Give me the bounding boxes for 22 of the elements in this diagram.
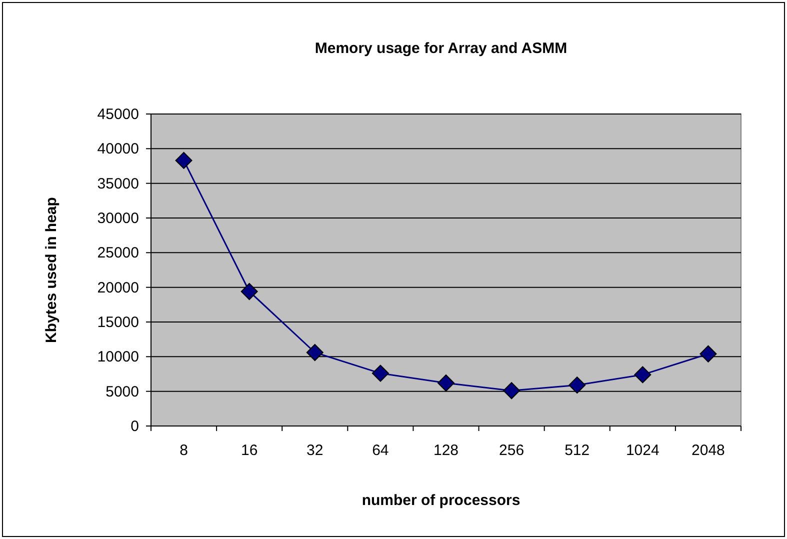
- x-tick-label: 2048: [692, 442, 725, 459]
- x-tick-label: 1024: [626, 442, 660, 459]
- y-tick-label: 15000: [97, 314, 139, 331]
- y-tick-label: 10000: [97, 348, 139, 366]
- x-tick-label: 512: [564, 442, 590, 459]
- x-tick-label: 128: [433, 442, 459, 459]
- y-tick-label: 40000: [97, 140, 139, 158]
- x-tick-label: 8: [180, 442, 188, 459]
- x-tick-label: 64: [372, 442, 389, 459]
- y-tick-label: 30000: [97, 210, 139, 227]
- y-tick-label: 45000: [97, 106, 139, 123]
- x-tick-label: 256: [499, 442, 524, 459]
- y-tick-label: 25000: [97, 244, 139, 262]
- y-tick-label: 0: [130, 418, 139, 435]
- chart-title: Memory usage for Array and ASMM: [314, 40, 568, 57]
- y-tick-label: 20000: [97, 279, 139, 296]
- x-tick-label: 16: [241, 442, 258, 459]
- y-axis-title: Kbytes used in heap: [43, 197, 60, 343]
- y-tick-label: 35000: [97, 175, 139, 192]
- x-axis-title: number of processors: [362, 492, 520, 509]
- y-tick-label: 5000: [106, 383, 139, 400]
- x-tick-label: 32: [306, 442, 324, 459]
